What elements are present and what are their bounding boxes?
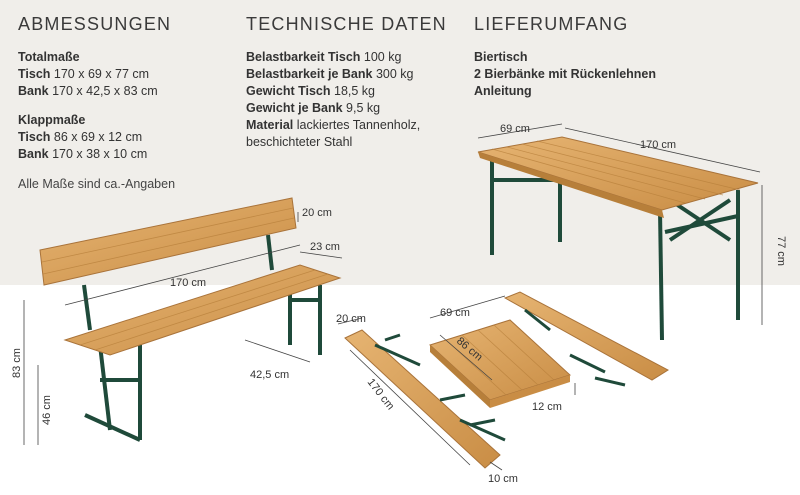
tech-row: Material lackiertes Tannenholz,	[246, 118, 421, 132]
section-technische-daten: TECHNISCHE DATEN Belastbarkeit Tisch 100…	[246, 14, 447, 151]
section-abmessungen: ABMESSUNGEN Totalmaße Tisch 170 x 69 x 7…	[18, 14, 175, 191]
lieferumfang-item: Biertisch	[474, 50, 528, 64]
heading-lieferumfang: LIEFERUMFANG	[474, 14, 629, 34]
table-image	[477, 123, 763, 341]
lieferumfang-item: Anleitung	[474, 84, 532, 98]
tech-row: Gewicht Tisch 18,5 kg	[246, 84, 376, 98]
dim-folded-bench-width: 20 cm	[336, 313, 366, 325]
bank-klappmass: Bank 170 x 38 x 10 cm	[18, 147, 148, 161]
tisch-klappmass: Tisch 86 x 69 x 12 cm	[18, 130, 143, 144]
dim-folded-table-width: 69 cm	[440, 307, 470, 319]
dim-bench-seat-height: 46 cm	[41, 395, 53, 425]
folded-table-image	[429, 291, 670, 408]
heading-abmessungen: ABMESSUNGEN	[18, 14, 172, 34]
group-klappmasse-title: Klappmaße	[18, 113, 86, 127]
dim-folded-bench-height: 10 cm	[488, 473, 518, 485]
tisch-totalmass: Tisch 170 x 69 x 77 cm	[18, 67, 150, 81]
dim-table-height: 77 cm	[775, 236, 787, 266]
heading-technische-daten: TECHNISCHE DATEN	[246, 14, 447, 34]
dim-bench-height: 83 cm	[11, 348, 23, 378]
bench-image	[23, 197, 343, 445]
folded-bench-image	[337, 317, 506, 471]
bank-totalmass: Bank 170 x 42,5 x 83 cm	[18, 84, 158, 98]
lieferumfang-item: 2 Bierbänke mit Rückenlehnen	[474, 67, 657, 81]
dim-bench-back: 20 cm	[302, 207, 332, 219]
dim-table-width: 69 cm	[500, 123, 530, 135]
group-totalmasse-title: Totalmaße	[18, 50, 80, 64]
tech-row: Gewicht je Bank 9,5 kg	[246, 101, 381, 115]
tech-row: Belastbarkeit Tisch 100 kg	[246, 50, 402, 64]
dim-folded-table-height: 12 cm	[532, 401, 562, 413]
dim-bench-depth-top: 23 cm	[310, 241, 340, 253]
dim-bench-length: 170 cm	[170, 277, 206, 289]
section-lieferumfang: LIEFERUMFANG Biertisch 2 Bierbänke mit R…	[474, 14, 656, 100]
note-approx: Alle Maße sind ca.-Angaben	[18, 177, 176, 191]
dim-bench-depth: 42,5 cm	[250, 369, 289, 381]
tech-row: Belastbarkeit je Bank 300 kg	[246, 67, 414, 81]
tech-material-line2: beschichteter Stahl	[246, 135, 353, 149]
dim-table-length: 170 cm	[640, 139, 676, 151]
